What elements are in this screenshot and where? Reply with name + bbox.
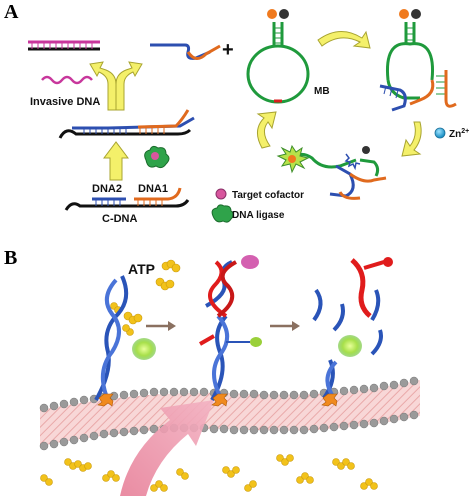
step-arrow-1 [146, 321, 176, 331]
quenched-fluorophore-icon [250, 337, 262, 347]
cycle-arrow-right [401, 121, 422, 157]
atp-molecules [40, 259, 378, 492]
atp-label: ATP [128, 261, 155, 277]
molecular-beacon [246, 9, 310, 104]
zn-label: Zn2+ [449, 128, 469, 140]
template-hybrid [64, 187, 190, 211]
panel-b-label: B [4, 247, 17, 269]
c-dna-label: C-DNA [102, 213, 137, 225]
lipid-heads-top [39, 376, 419, 413]
dna-ligase-icon [144, 145, 170, 169]
beacon-hybrid [379, 9, 457, 112]
legend-cofactor-label: Target cofactor [232, 190, 304, 201]
panel-a-label: A [4, 1, 19, 23]
lipid-membrane [39, 376, 420, 451]
split-arrow [89, 61, 143, 111]
fluorophore-icon [267, 9, 277, 19]
cleaved-beacon [290, 146, 387, 200]
dna1-label: DNA1 [138, 183, 168, 195]
step-arrow-2 [270, 321, 300, 331]
cycle-arrow-left [256, 111, 277, 149]
invasive-dna-label: Invasive DNA [30, 96, 100, 108]
target-cofactor-icon [151, 152, 159, 160]
up-arrow [103, 141, 129, 181]
quencher-icon [279, 9, 289, 19]
plus-sign: + [222, 39, 234, 61]
ligated-strand [150, 43, 221, 60]
aptamer-probe-stage-2 [199, 255, 262, 407]
fluorescence-burst [276, 144, 310, 174]
aptamer-probe-stage-3 [312, 257, 393, 407]
aptamer-probe-stage-1 [94, 275, 156, 407]
legend-ligase-icon [211, 204, 234, 223]
zinc-ion-icon [434, 127, 446, 139]
dna2-label: DNA2 [92, 183, 122, 195]
legend-cofactor-icon [215, 188, 227, 200]
ligated-duplex [58, 109, 195, 139]
uptake-arrow [120, 400, 214, 496]
legend-ligase-label: DNA ligase [232, 210, 285, 221]
fluorophore-glow-icon [132, 338, 156, 360]
invasive-dna-strand [41, 75, 93, 85]
released-duplex [28, 40, 100, 51]
mb-label: MB [314, 86, 330, 97]
cycle-arrow-top [317, 30, 371, 49]
cholesterol-anchor-icon [97, 393, 114, 407]
target-cofactor-bound-icon [241, 255, 259, 269]
legend: Target cofactor DNA ligase [211, 188, 304, 223]
